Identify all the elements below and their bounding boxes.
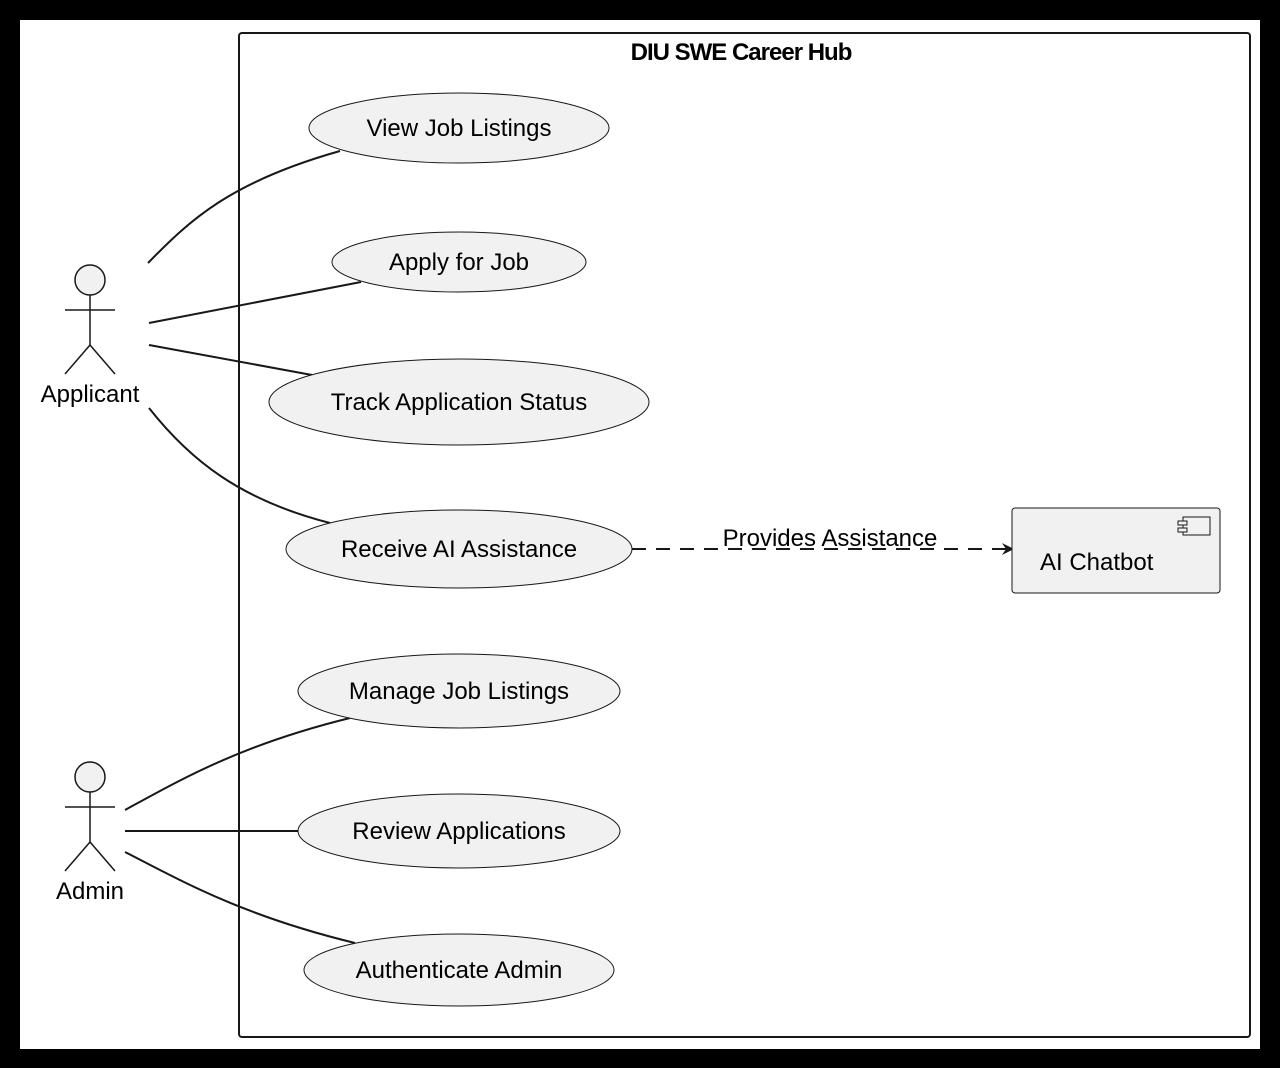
use-case-view-job-listings[interactable]: View Job Listings bbox=[308, 92, 610, 164]
actor-left-leg bbox=[64, 344, 91, 375]
use-case-receive-ai-assistance[interactable]: Receive AI Assistance bbox=[285, 509, 633, 589]
assoc-admin-authenticate bbox=[124, 851, 356, 944]
assoc-applicant-receive-ai bbox=[148, 407, 331, 524]
use-case-label: Manage Job Listings bbox=[349, 678, 569, 705]
use-case-apply-for-job[interactable]: Apply for Job bbox=[331, 231, 587, 293]
assoc-admin-manage-listings bbox=[124, 717, 351, 811]
use-case-label: View Job Listings bbox=[367, 115, 552, 142]
actor-label-applicant: Applicant bbox=[41, 381, 140, 408]
assoc-applicant-track-status bbox=[148, 344, 313, 376]
use-case-label: Apply for Job bbox=[389, 249, 529, 276]
component-icon bbox=[1177, 516, 1211, 536]
actor-head bbox=[74, 264, 106, 296]
component-ai-chatbot[interactable]: AI Chatbot bbox=[1011, 507, 1221, 594]
use-case-label: Review Applications bbox=[352, 818, 565, 845]
associations bbox=[124, 150, 362, 944]
use-case-diagram: DIU SWE Career Hub Provides Assistance A… bbox=[41, 32, 1251, 1038]
use-case-manage-job-listings[interactable]: Manage Job Listings bbox=[297, 653, 621, 729]
actor-right-leg bbox=[89, 344, 116, 375]
actor-admin[interactable]: Admin bbox=[56, 761, 124, 905]
use-case-label: Track Application Status bbox=[331, 389, 588, 416]
use-case-review-applications[interactable]: Review Applications bbox=[297, 793, 621, 869]
assoc-applicant-apply-for-job bbox=[148, 281, 362, 324]
use-case-label: Authenticate Admin bbox=[356, 957, 563, 984]
actor-head bbox=[74, 761, 106, 793]
system-title: DIU SWE Career Hub bbox=[631, 39, 852, 66]
actor-label-admin: Admin bbox=[56, 878, 124, 905]
actor-left-leg bbox=[64, 841, 91, 872]
actor-applicant[interactable]: Applicant bbox=[41, 264, 140, 408]
dependency-label: Provides Assistance bbox=[723, 525, 938, 552]
use-case-label: Receive AI Assistance bbox=[341, 536, 577, 563]
assoc-applicant-view-job-listings bbox=[147, 150, 341, 264]
dependency-provides-assistance: Provides Assistance bbox=[632, 525, 1014, 555]
use-case-track-application-status[interactable]: Track Application Status bbox=[268, 358, 650, 446]
diagram-canvas: DIU SWE Career Hub Provides Assistance A… bbox=[20, 20, 1260, 1049]
use-case-authenticate-admin[interactable]: Authenticate Admin bbox=[303, 933, 615, 1007]
actor-right-leg bbox=[89, 841, 116, 872]
component-label: AI Chatbot bbox=[1040, 549, 1154, 576]
